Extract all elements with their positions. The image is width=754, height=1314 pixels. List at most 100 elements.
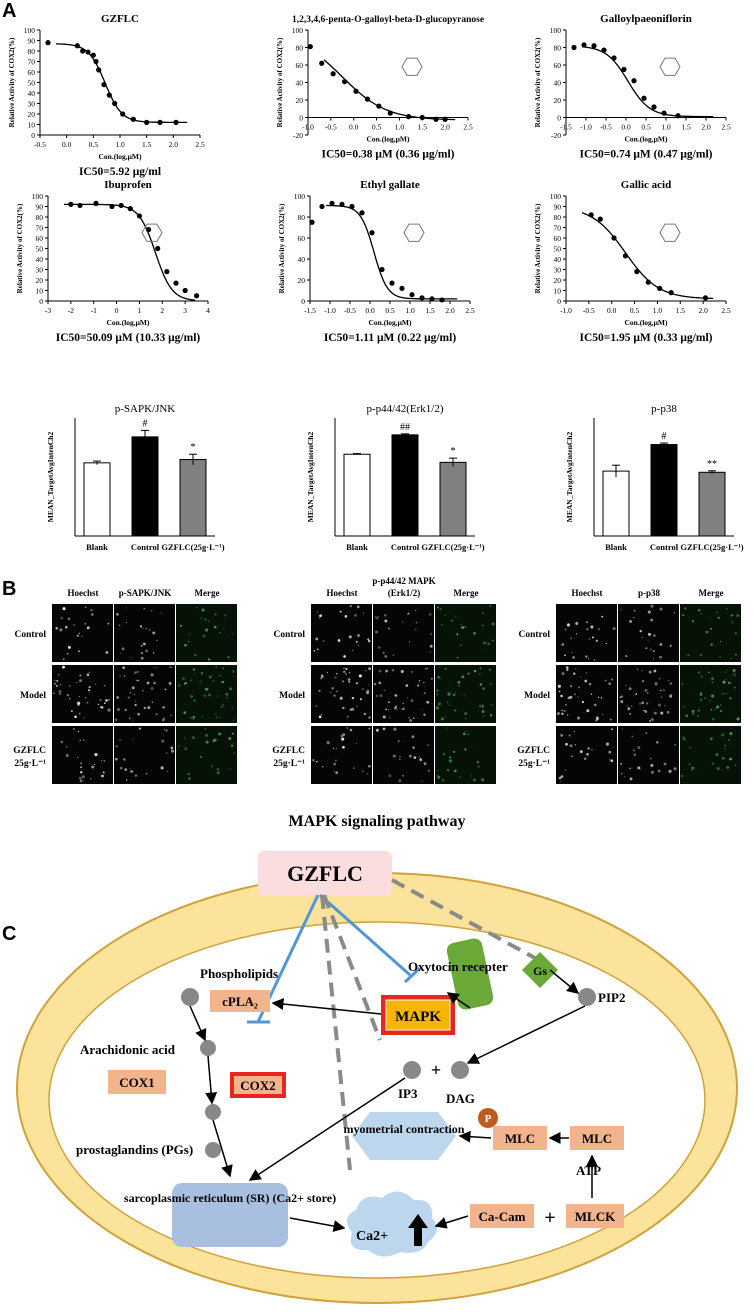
cell-speck [435,706,439,710]
cell-speck [716,705,720,709]
cell-speck [205,733,209,737]
cell-speck [657,769,661,773]
curve-title: Ethyl gallate [360,179,420,191]
cell-speck [633,753,637,756]
cell-speck [444,667,447,670]
cell-speck [215,716,218,718]
bar-chart-panel: p-SAPK/JNKMEAN_TargetAvgIntenCh2Blank#Co… [46,403,744,552]
pathway-diagram: GZFLC Oxytocin recepter Gs Phospholipids… [16,851,738,1304]
cell-speck [213,738,217,742]
cell-speck [188,633,191,636]
cell-speck [391,668,395,672]
cell-speck [461,626,465,629]
cell-speck [437,702,442,706]
fit-curve [56,43,188,124]
cell-speck [575,668,577,670]
cell-speck [421,708,423,710]
cell-speck [594,659,596,661]
cell-speck [473,778,477,782]
cell-speck [639,629,642,633]
cell-speck [383,689,386,692]
cell-speck [362,688,364,690]
cell-speck [407,697,409,699]
cell-speck [357,633,361,637]
cell-speck [385,669,388,673]
gs-diamond [522,952,558,988]
data-point [405,114,412,120]
column-header: Hoechst [572,588,603,598]
cell-speck [647,639,649,641]
cell-speck [53,682,57,685]
cell-speck [119,766,123,770]
cell-speck [73,728,75,730]
cell-speck [132,738,134,740]
cell-speck [715,753,719,756]
cell-speck [721,693,723,695]
cell-speck [368,727,371,730]
data-point [376,103,382,109]
cell-speck [561,643,565,646]
cell-speck [335,771,338,774]
y-tick-label: 70 [554,224,562,233]
fit-curve [581,46,714,118]
cell-speck [393,727,397,731]
cell-speck [699,698,703,702]
cell-speck [76,634,80,637]
cell-speck [629,767,631,770]
x-tick-label: -1.0 [560,306,572,315]
cell-speck [102,771,105,774]
cell-speck [436,769,439,772]
bar [602,470,630,537]
cell-speck [77,703,80,707]
cell-speck [644,710,648,713]
cell-speck [219,716,221,718]
cell-speck [70,710,73,713]
dashed-line-ca [320,894,352,1171]
gs-label: Gs [533,964,547,978]
data-point [621,66,627,72]
micrograph-tile [435,726,496,784]
data-point [641,95,647,101]
row-label-line: GZFLC [517,746,550,756]
cell-speck [565,704,567,706]
cell-speck [726,607,728,610]
y-tick-label: 60 [296,61,304,70]
cell-speck [650,718,654,721]
cell-speck [564,654,566,657]
cell-speck [483,715,485,717]
column-header: Merge [699,588,724,598]
cell-speck [625,654,628,658]
mlc-label: MLC [582,1131,612,1146]
cell-speck [598,628,600,630]
cell-speck [663,689,665,692]
cell-speck [470,775,473,777]
cell-speck [663,762,667,766]
cell-speck [68,685,71,687]
cell-speck [454,709,457,712]
cell-speck [427,769,431,772]
cell-speck [78,650,81,653]
molecule-structure [141,223,163,242]
cox1-box [108,1070,166,1094]
cell-speck [88,689,91,692]
data-point [588,212,594,218]
cell-speck [719,640,722,643]
y-tick-label: 50 [36,245,44,254]
cell-speck [125,607,127,609]
cell-speck [60,740,64,744]
cell-speck [719,709,722,712]
cell-speck [67,645,71,649]
cell-speck [142,627,144,629]
cell-speck [699,692,703,695]
cell-speck [126,621,128,623]
node-ip3 [403,1061,421,1079]
cell-speck [355,743,357,745]
cell-speck [59,692,62,695]
cell-speck [459,644,462,647]
mapk-inner [385,999,451,1031]
y-tick-label: 100 [550,26,562,35]
cell-speck [708,671,710,674]
y-tick-label: 40 [554,255,562,264]
cell-speck [558,776,562,780]
cell-speck [170,749,175,753]
